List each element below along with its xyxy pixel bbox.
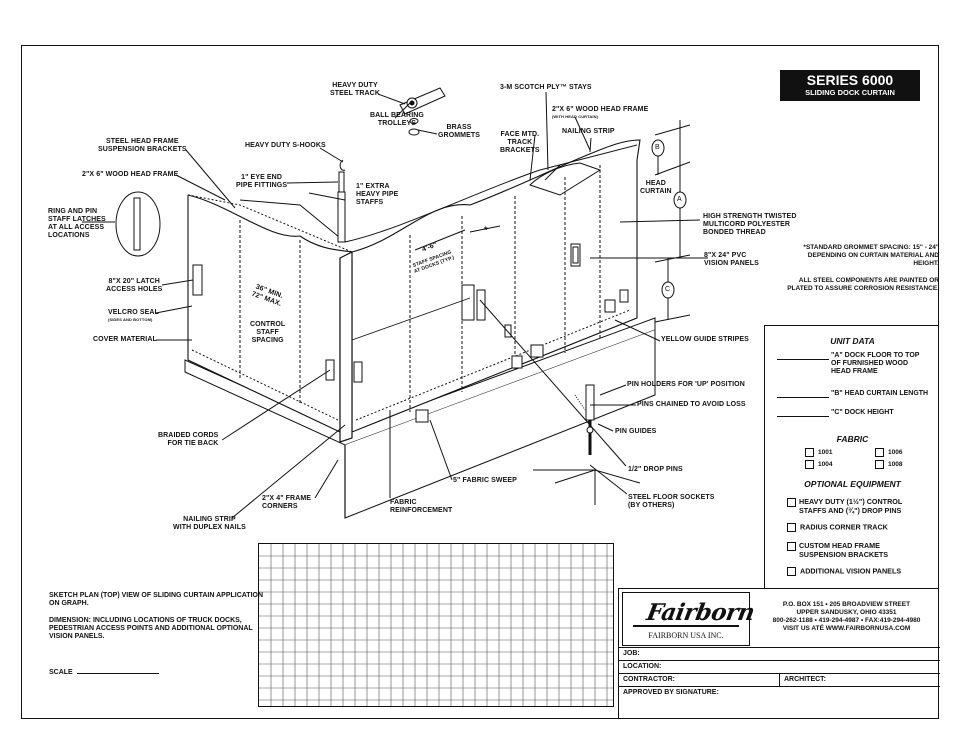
callout-cover-material: COVER MATERIAL <box>93 336 157 343</box>
fabric-option-1008[interactable]: 1008 <box>875 460 902 469</box>
option-additional-vision-panels[interactable]: ADDITIONAL VISION PANELS <box>787 567 901 576</box>
note-grommet-spacing: *STANDARD GROMMET SPACING: 15" - 24" DEP… <box>803 244 939 267</box>
checkbox[interactable] <box>875 448 884 457</box>
logo-wordmark: Fairborn <box>644 599 757 626</box>
job-field[interactable]: JOB: <box>619 647 940 659</box>
callout-star: * <box>484 225 488 235</box>
optional-equipment-heading: OPTIONAL EQUIPMENT <box>804 479 901 489</box>
sketch-line-1: SKETCH PLAN (TOP) VIEW OF SLIDING CURTAI… <box>49 592 264 607</box>
callout-wood-head-frame-left: 2"X 6" WOOD HEAD FRAME <box>82 171 179 178</box>
sketch-instructions: SKETCH PLAN (TOP) VIEW OF SLIDING CURTAI… <box>49 592 264 650</box>
steel-track <box>399 87 446 115</box>
checkbox[interactable] <box>805 448 814 457</box>
architect-field[interactable]: ARCHITECT: <box>779 674 826 686</box>
checkbox[interactable] <box>875 460 884 469</box>
location-field[interactable]: LOCATION: <box>619 660 940 672</box>
fairborn-logo: Fairborn FAIRBORN USA INC. <box>622 592 756 646</box>
option-heavy-duty-staffs[interactable]: HEAVY DUTY (1½") CONTROL STAFFS AND (¾")… <box>787 497 902 515</box>
checkbox[interactable] <box>787 567 796 576</box>
callout-s-hooks: HEAVY DUTY S-HOOKS <box>245 142 326 149</box>
sketch-graph-grid[interactable] <box>258 543 614 707</box>
callout-scotch-ply-stays: 3-M SCOTCH PLY™ STAYS <box>500 84 592 91</box>
field-c-dock-height[interactable]: "C" DOCK HEIGHT <box>777 409 894 417</box>
title-block: Fairborn FAIRBORN USA INC. P.O. BOX 151 … <box>618 588 940 719</box>
corner-post <box>339 251 353 443</box>
dim-c-label: C <box>665 286 671 293</box>
dim-b-label: B <box>655 144 660 151</box>
sketch-line-2: DIMENSION: INCLUDING LOCATIONS OF TRUCK … <box>49 617 253 640</box>
option-radius-corner-track[interactable]: RADIUS CORNER TRACK <box>787 523 888 532</box>
notes-block: *STANDARD GROMMET SPACING: 15" - 24" DEP… <box>787 244 939 302</box>
callout-pin-guides: PIN GUIDES <box>615 428 657 435</box>
contractor-row[interactable]: CONTRACTOR: ARCHITECT: <box>619 673 940 686</box>
fabric-heading: FABRIC <box>836 434 869 444</box>
fabric-option-1004[interactable]: 1004 <box>805 460 832 469</box>
checkbox[interactable] <box>787 523 796 532</box>
contractor-field[interactable]: CONTRACTOR: <box>623 676 675 683</box>
fabric-option-1001[interactable]: 1001 <box>805 448 832 457</box>
callout-wood-head-frame-right: 2"X 6" WOOD HEAD FRAME (WITH HEAD CURTAI… <box>552 106 649 119</box>
option-custom-head-frame[interactable]: CUSTOM HEAD FRAME SUSPENSION BRACKETS <box>787 541 888 559</box>
series-title: SERIES 6000 <box>806 72 894 88</box>
company-address: P.O. BOX 151 • 205 BROADVIEW STREET UPPE… <box>772 601 921 632</box>
drawing-sheet-border <box>21 45 939 719</box>
callout-pin-holders: PIN HOLDERS FOR 'UP' POSITION <box>627 381 745 388</box>
head-frame-wave <box>187 139 641 253</box>
dim-a-label: A <box>677 196 682 203</box>
checkbox[interactable] <box>787 498 796 507</box>
logo-subtitle: FAIRBORN USA INC. <box>648 631 724 640</box>
checkbox[interactable] <box>787 542 796 551</box>
unit-data-heading: UNIT DATA <box>830 336 875 346</box>
callout-velcro-seal: VELCRO SEAL (SIDES AND BOTTOM) <box>108 309 159 322</box>
field-b-head-curtain[interactable]: "B" HEAD CURTAIN LENGTH <box>777 390 928 398</box>
callout-yellow-guide-stripes: YELLOW GUIDE STRIPES <box>661 336 749 343</box>
note-steel-components: ALL STEEL COMPONENTS ARE PAINTED OR PLAT… <box>787 277 939 292</box>
callout-nailing-strip-top: NAILING STRIP <box>562 128 615 135</box>
callout-drop-pins: 1/2" DROP PINS <box>628 466 683 473</box>
series-title-box: SERIES 6000 SLIDING DOCK CURTAIN <box>780 70 920 101</box>
approved-signature-field[interactable]: APPROVED BY SIGNATURE: <box>619 686 940 698</box>
fabric-option-1006[interactable]: 1006 <box>875 448 902 457</box>
callout-fabric-sweep: 5" FABRIC SWEEP <box>453 477 517 484</box>
series-subtitle: SLIDING DOCK CURTAIN <box>805 88 895 97</box>
checkbox[interactable] <box>805 460 814 469</box>
scale-field[interactable]: SCALE <box>49 667 159 676</box>
callout-floor-sockets: STEEL FLOOR SOCKETS(BY OTHERS) <box>628 494 715 509</box>
callout-pins-chained: PINS CHAINED TO AVOID LOSS <box>637 401 746 408</box>
